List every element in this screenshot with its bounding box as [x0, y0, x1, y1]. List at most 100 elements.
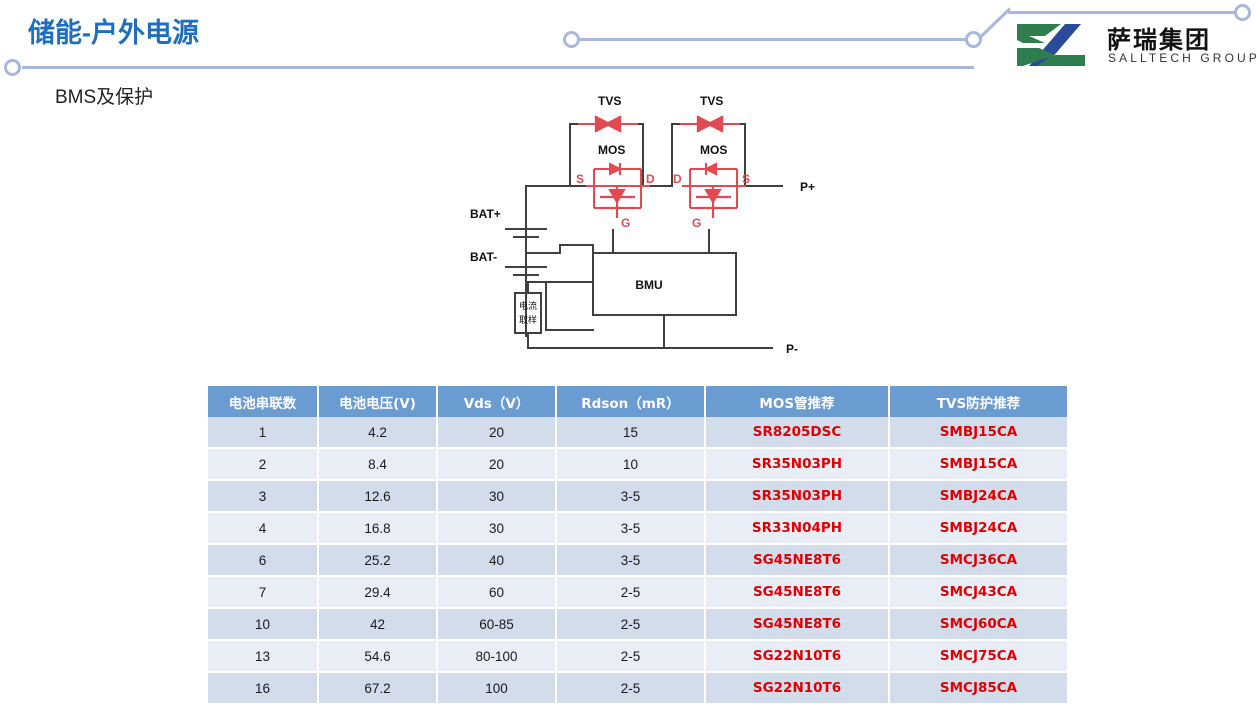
cell-rdson: 2-5 — [556, 608, 706, 641]
company-logo: 萨瑞集团 SALLTECH GROUP — [1015, 20, 1257, 72]
cell-tvs-part: SMBJ24CA — [889, 512, 1067, 545]
header-deco-line-middle — [580, 38, 974, 41]
header-deco-circle-middle — [563, 31, 580, 48]
cell-series-count: 1 — [208, 417, 319, 449]
cell-vds: 100 — [437, 672, 557, 705]
col-header-mos-recommend: MOS管推荐 — [705, 386, 890, 417]
label-tvs-right: TVS — [700, 94, 723, 108]
cell-mos-part: SR35N03PH — [705, 480, 890, 513]
header-deco-diagonal — [977, 7, 1011, 40]
cell-rdson: 2-5 — [556, 672, 706, 705]
cell-vds: 60 — [437, 576, 557, 609]
page-header: 储能-户外电源 萨瑞集团 SALLTECH GROUP — [0, 0, 1257, 90]
cell-tvs-part: SMBJ15CA — [889, 417, 1067, 449]
label-p-minus: P- — [786, 342, 798, 356]
header-deco-circle-right — [965, 31, 982, 48]
table-header-row: 电池串联数 电池电压(V) Vds（V） Rdson（mR） MOS管推荐 TV… — [208, 386, 1067, 417]
cell-battery-voltage: 12.6 — [318, 480, 438, 513]
cell-tvs-part: SMBJ15CA — [889, 448, 1067, 481]
header-deco-circle-top-right — [1234, 4, 1251, 21]
col-header-series-count: 电池串联数 — [208, 386, 319, 417]
cell-vds: 20 — [437, 448, 557, 481]
cell-series-count: 16 — [208, 672, 319, 705]
cell-series-count: 4 — [208, 512, 319, 545]
cell-series-count: 6 — [208, 544, 319, 577]
cell-vds: 30 — [437, 480, 557, 513]
cell-rdson: 3-5 — [556, 544, 706, 577]
label-mos-right-gate: G — [692, 216, 701, 230]
cell-rdson: 10 — [556, 448, 706, 481]
label-tvs-left: TVS — [598, 94, 621, 108]
cell-series-count: 13 — [208, 640, 319, 673]
cell-vds: 30 — [437, 512, 557, 545]
cell-mos-part: SG22N10T6 — [705, 640, 890, 673]
cell-series-count: 2 — [208, 448, 319, 481]
cell-series-count: 3 — [208, 480, 319, 513]
cell-battery-voltage: 42 — [318, 608, 438, 641]
label-mos-right-source: S — [742, 172, 750, 186]
cell-series-count: 10 — [208, 608, 319, 641]
cell-battery-voltage: 25.2 — [318, 544, 438, 577]
header-deco-line-lower — [22, 66, 974, 69]
cell-mos-part: SR33N04PH — [705, 512, 890, 545]
cell-mos-part: SG22N10T6 — [705, 672, 890, 705]
cell-tvs-part: SMCJ75CA — [889, 640, 1067, 673]
col-header-rdson: Rdson（mR） — [556, 386, 706, 417]
bmu-box — [592, 252, 737, 316]
label-bat-minus: BAT- — [470, 250, 497, 264]
cell-vds: 60-85 — [437, 608, 557, 641]
label-mos-left: MOS — [598, 143, 625, 157]
cell-vds: 20 — [437, 417, 557, 449]
bms-circuit-diagram: TVS TVS MOS MOS BAT+ BAT- P+ P- BMU S D … — [460, 90, 860, 370]
cell-tvs-part: SMCJ36CA — [889, 544, 1067, 577]
logo-chinese-name: 萨瑞集团 — [1107, 26, 1211, 54]
cell-vds: 40 — [437, 544, 557, 577]
cell-mos-part: SR8205DSC — [705, 417, 890, 449]
cell-rdson: 3-5 — [556, 512, 706, 545]
cell-rdson: 2-5 — [556, 576, 706, 609]
cell-mos-part: SG45NE8T6 — [705, 576, 890, 609]
label-bat-plus: BAT+ — [470, 207, 501, 221]
cell-battery-voltage: 67.2 — [318, 672, 438, 705]
label-p-plus: P+ — [800, 180, 815, 194]
header-deco-line-top — [1008, 11, 1240, 14]
col-header-tvs-recommend: TVS防护推荐 — [889, 386, 1067, 417]
cell-battery-voltage: 4.2 — [318, 417, 438, 449]
logo-mark-icon — [1017, 24, 1085, 66]
shunt-box — [514, 292, 542, 334]
cell-mos-part: SG45NE8T6 — [705, 608, 890, 641]
label-mos-left-gate: G — [621, 216, 630, 230]
cell-mos-part: SG45NE8T6 — [705, 544, 890, 577]
cell-battery-voltage: 16.8 — [318, 512, 438, 545]
header-deco-circle-left — [4, 59, 21, 76]
cell-tvs-part: SMCJ43CA — [889, 576, 1067, 609]
col-header-battery-voltage: 电池电压(V) — [318, 386, 438, 417]
cell-rdson: 15 — [556, 417, 706, 449]
cell-battery-voltage: 54.6 — [318, 640, 438, 673]
cell-mos-part: SR35N03PH — [705, 448, 890, 481]
mos-tvs-selection-table: 电池串联数 电池电压(V) Vds（V） Rdson（mR） MOS管推荐 TV… — [208, 386, 1067, 705]
label-mos-right-drain: D — [673, 172, 682, 186]
cell-rdson: 3-5 — [556, 480, 706, 513]
cell-vds: 80-100 — [437, 640, 557, 673]
logo-english-name: SALLTECH GROUP — [1108, 51, 1257, 65]
cell-tvs-part: SMCJ60CA — [889, 608, 1067, 641]
label-mos-right: MOS — [700, 143, 727, 157]
cell-tvs-part: SMCJ85CA — [889, 672, 1067, 705]
section-subtitle: BMS及保护 — [55, 87, 154, 108]
page-title: 储能-户外电源 — [28, 18, 199, 48]
cell-battery-voltage: 29.4 — [318, 576, 438, 609]
cell-rdson: 2-5 — [556, 640, 706, 673]
cell-series-count: 7 — [208, 576, 319, 609]
label-mos-left-drain: D — [646, 172, 655, 186]
label-mos-left-source: S — [576, 172, 584, 186]
